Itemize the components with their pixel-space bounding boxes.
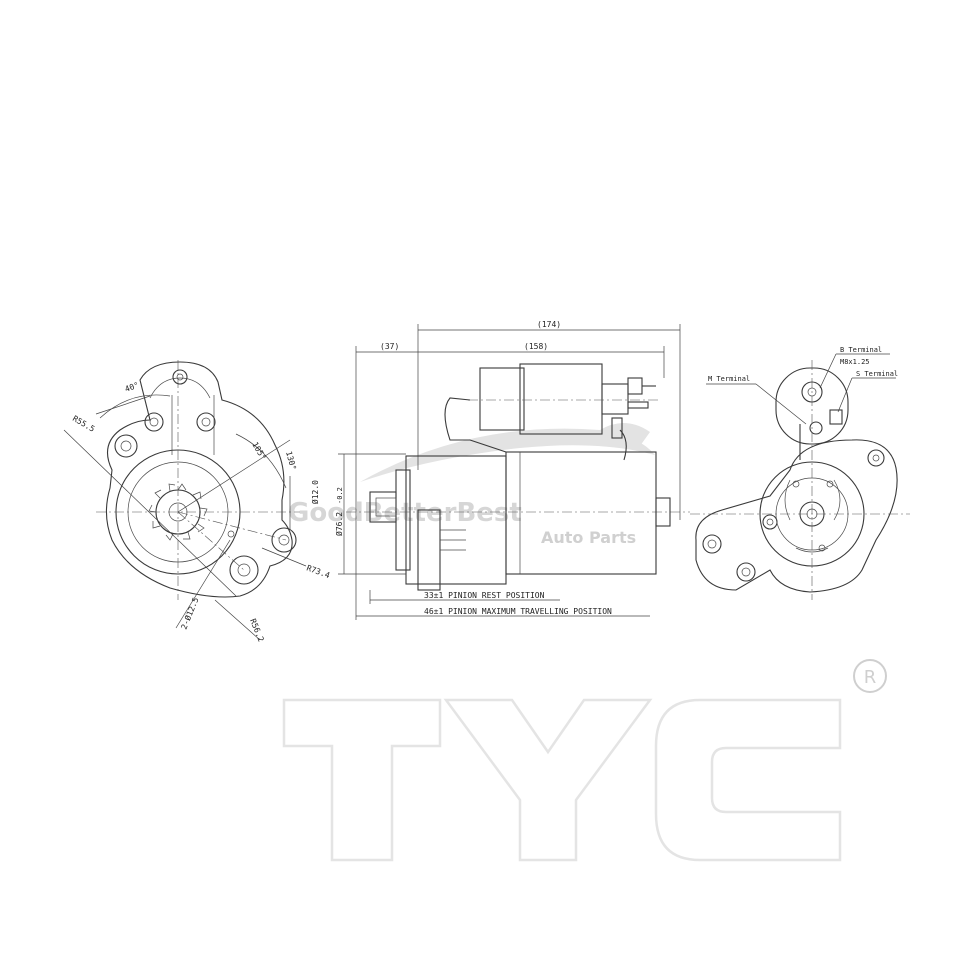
watermark-tagline: Auto Parts <box>541 528 636 547</box>
overall-length-label: (174) <box>537 320 561 329</box>
registered-letter: R <box>864 667 877 688</box>
angle-105-label: 105° <box>250 441 267 462</box>
pinion-offset-label: (37) <box>380 342 399 351</box>
m-terminal-label: M Terminal <box>708 375 750 383</box>
s-terminal-label: S Terminal <box>856 370 898 378</box>
b-thread-label: M8x1.25 <box>840 358 870 366</box>
pinion-max-label: 46±1 PINION MAXIMUM TRAVELLING POSITION <box>424 607 612 616</box>
b-terminal-label: B Terminal <box>840 346 882 354</box>
angle-130-label: 130° <box>284 450 298 471</box>
watermark-logo: GoodBetterBest Auto Parts <box>288 422 655 547</box>
pinion-rest-label: 33±1 PINION REST POSITION <box>424 591 545 600</box>
flange-radius-label: R55.5 <box>71 414 97 434</box>
angle-40-label: 40° <box>124 380 141 393</box>
holes-label: 2-Ø12.5 <box>179 596 201 631</box>
body-diameter-tolerance: -0.2 <box>336 487 344 504</box>
tyc-logo: R <box>282 659 887 862</box>
watermark-brand: GoodBetterBest <box>288 498 522 528</box>
rear-view: B Terminal M8x1.25 S Terminal M Terminal <box>690 346 910 600</box>
side-view: (174) (158) (37) Ø7 <box>334 320 690 620</box>
body-diameter-label: Ø76.2 <box>334 512 344 536</box>
ear-radius-label: R56.2 <box>248 617 265 643</box>
pilot-diameter-label: Ø12.0 <box>310 480 320 504</box>
registered-mark <box>853 659 887 693</box>
bolt-circle-label: R73.4 <box>305 563 331 580</box>
body-length-label: (158) <box>524 342 548 351</box>
